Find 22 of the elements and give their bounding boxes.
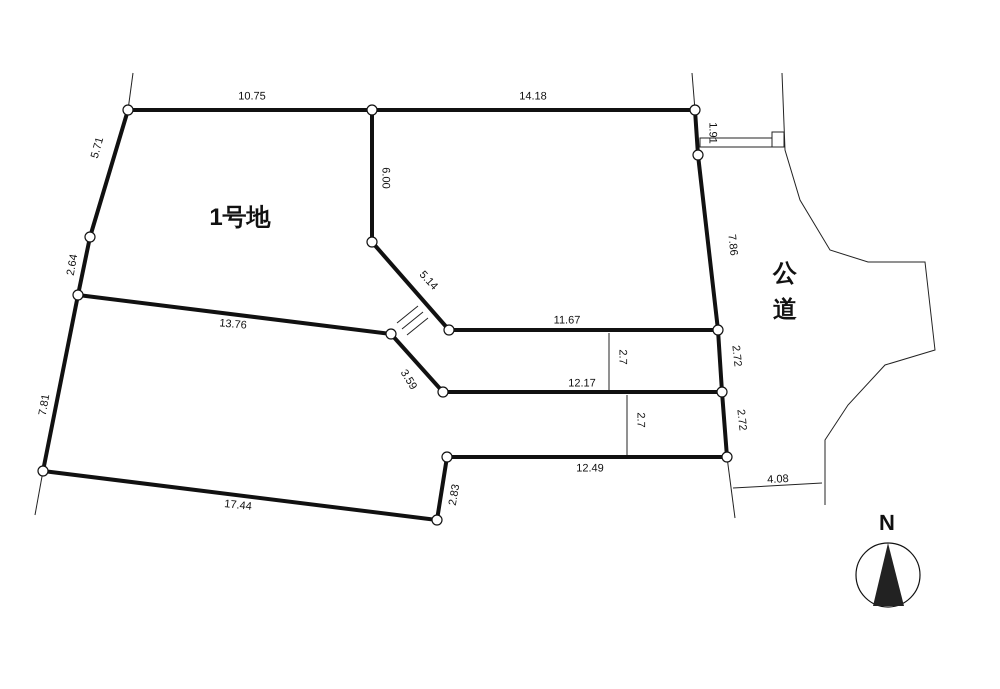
dimension-label: 2.7 bbox=[634, 412, 646, 428]
dimension-label: 10.75 bbox=[238, 92, 266, 102]
dimension-label: 2.72 bbox=[729, 344, 743, 368]
dimension-label: 2.72 bbox=[734, 408, 748, 432]
road-label: 公道 bbox=[773, 259, 797, 325]
dimension-label: 14.18 bbox=[519, 92, 547, 102]
dimension-label: 12.17 bbox=[568, 378, 596, 390]
dimension-label: 13.76 bbox=[218, 318, 248, 332]
dimension-label: 7.81 bbox=[38, 394, 52, 416]
lot-label: 1号地 bbox=[209, 206, 271, 230]
dimension-label: 2.64 bbox=[66, 254, 80, 276]
dimension-label: 11.67 bbox=[554, 316, 580, 326]
north-label: N bbox=[879, 512, 895, 534]
dimension-label: 17.44 bbox=[224, 499, 252, 513]
dimension-label: 12.49 bbox=[576, 464, 604, 474]
dimension-label: 2.83 bbox=[448, 484, 462, 506]
dimension-label: 5.71 bbox=[90, 136, 106, 160]
dimension-label: 6.00 bbox=[380, 167, 390, 189]
dimension-label: 1.91 bbox=[706, 122, 718, 144]
dimension-label: 4.08 bbox=[767, 474, 789, 486]
dimension-label: 2.7 bbox=[616, 349, 628, 365]
dimension-label: 7.86 bbox=[725, 234, 739, 256]
